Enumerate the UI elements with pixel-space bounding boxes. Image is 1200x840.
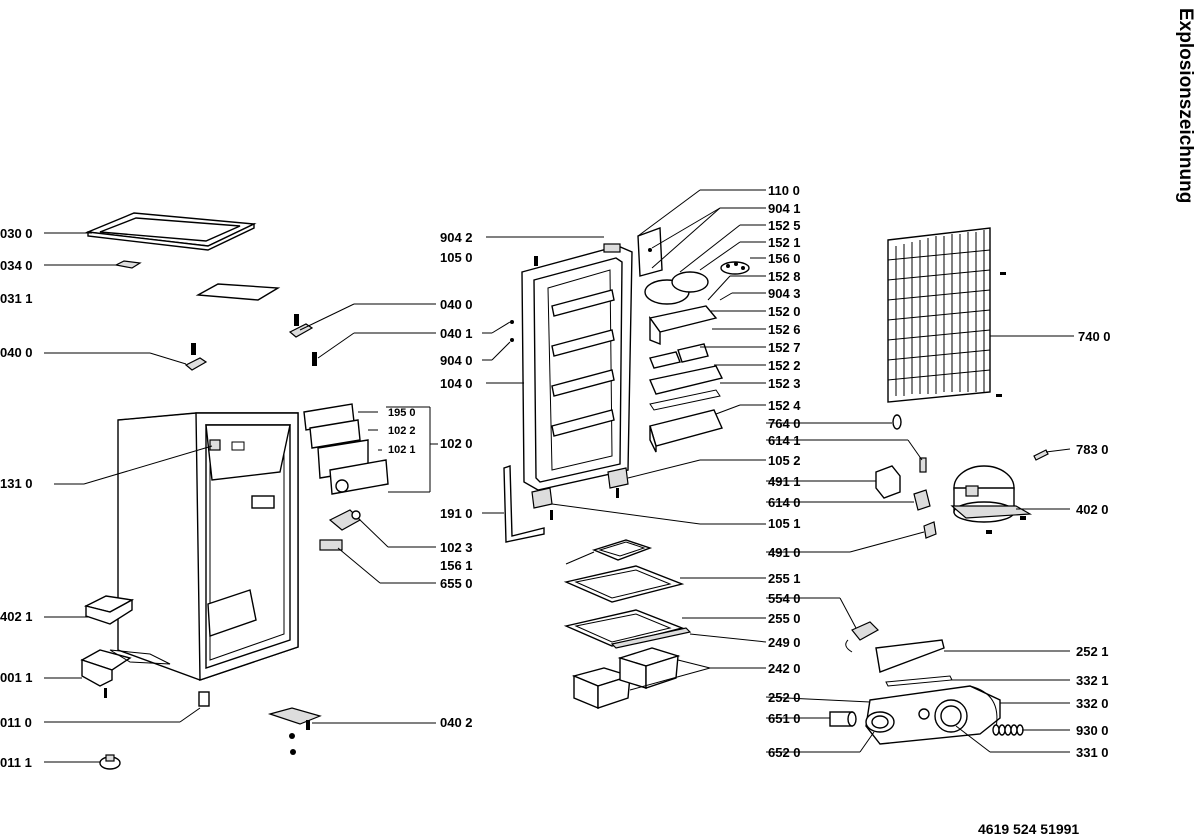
part-label: 252 1 — [1076, 644, 1109, 659]
part-label: 904 0 — [440, 353, 473, 368]
part-label: 102 1 — [388, 444, 416, 456]
part-label: 040 1 — [440, 326, 473, 341]
part-label: 331 0 — [1076, 745, 1109, 760]
part-label: 402 0 — [1076, 502, 1109, 517]
part-label: 040 0 — [0, 345, 33, 360]
small-plate-part — [114, 260, 142, 269]
part-label: 152 0 — [768, 304, 801, 319]
part-label: 655 0 — [440, 576, 473, 591]
part-label: 255 1 — [768, 571, 801, 586]
part-label: 930 0 — [1076, 723, 1109, 738]
part-label: 110 0 — [768, 183, 800, 198]
ice-tray-part — [591, 539, 653, 561]
top-hinge-part — [184, 314, 317, 371]
part-label: 001 1 — [0, 670, 33, 685]
part-label: 034 0 — [0, 258, 33, 273]
part-label: 651 0 — [768, 711, 801, 726]
part-label: 255 0 — [768, 611, 801, 626]
part-label: 491 0 — [768, 545, 801, 560]
part-label: 152 8 — [768, 269, 801, 284]
part-label: 904 3 — [768, 286, 801, 301]
thermostat-part — [319, 509, 361, 551]
part-label: 152 4 — [768, 398, 801, 413]
relay-parts — [875, 457, 937, 539]
part-label: 764 0 — [768, 416, 801, 431]
lamp-cover-part — [845, 621, 953, 687]
part-label: 131 0 — [0, 476, 33, 491]
control-housing-part — [829, 685, 1024, 745]
part-label: 156 1 — [440, 558, 473, 573]
part-label: 104 0 — [440, 376, 473, 391]
drawer-panels-part — [303, 403, 389, 495]
part-label: 554 0 — [768, 591, 801, 606]
document-number: 4619 524 51991 — [978, 821, 1079, 837]
part-label: 740 0 — [1078, 329, 1111, 344]
part-label: 030 0 — [0, 226, 33, 241]
part-label: 011 0 — [0, 715, 32, 730]
compressor-part — [950, 449, 1049, 534]
filter-drier-part — [892, 414, 902, 430]
cabinet-part — [117, 412, 299, 681]
part-label: 242 0 — [768, 661, 801, 676]
part-label: 252 0 — [768, 690, 801, 705]
part-label: 102 3 — [440, 540, 473, 555]
part-label: 105 1 — [768, 516, 801, 531]
part-label: 904 2 — [440, 230, 473, 245]
part-label: 191 0 — [440, 506, 473, 521]
part-label: 904 1 — [768, 201, 801, 216]
glass-shelf-parts — [563, 565, 692, 649]
condenser-part — [887, 227, 1006, 403]
part-label: 156 0 — [768, 251, 801, 266]
diagram-title: Explosionszeichnung — [1175, 8, 1196, 203]
part-label: 402 1 — [0, 609, 33, 624]
part-label: 102 2 — [388, 425, 416, 437]
part-label: 011 1 — [0, 755, 32, 770]
spring-part — [992, 724, 1024, 736]
part-label: 105 0 — [440, 250, 473, 265]
part-label: 152 5 — [768, 218, 801, 233]
top-seal-part — [195, 283, 281, 301]
part-label: 152 7 — [768, 340, 801, 355]
leader-lines — [44, 189, 1074, 763]
part-label: 152 6 — [768, 322, 801, 337]
part-labels: 030 0 034 0 031 1 040 0 040 0 040 1 904 … — [0, 183, 1111, 770]
crisper-boxes-part — [571, 647, 681, 710]
door-shelves — [551, 289, 615, 437]
part-label: 152 3 — [768, 376, 801, 391]
part-label: 040 2 — [440, 715, 473, 730]
part-label: 614 1 — [768, 433, 801, 448]
part-label: 614 0 — [768, 495, 801, 510]
part-label: 783 0 — [1076, 442, 1109, 457]
part-label: 152 2 — [768, 358, 801, 373]
part-label: 105 2 — [768, 453, 801, 468]
top-cover-part — [85, 212, 257, 251]
door-part — [510, 243, 633, 491]
part-label: 652 0 — [768, 745, 801, 760]
part-label: 031 1 — [0, 291, 33, 306]
part-label: 152 1 — [768, 235, 801, 250]
screw-part — [99, 691, 210, 770]
part-label: 249 0 — [768, 635, 801, 650]
part-label: 040 0 — [440, 297, 473, 312]
part-label: 195 0 — [388, 407, 416, 419]
lower-bracket-part — [267, 707, 322, 755]
foot-part — [83, 595, 135, 625]
bottom-hinge-part — [80, 649, 171, 698]
part-label: 491 1 — [768, 474, 801, 489]
part-label: 102 0 — [440, 436, 473, 451]
part-label: 332 1 — [1076, 673, 1109, 688]
part-label: 332 0 — [1076, 696, 1109, 711]
door-gasket-strip-part — [503, 465, 545, 543]
